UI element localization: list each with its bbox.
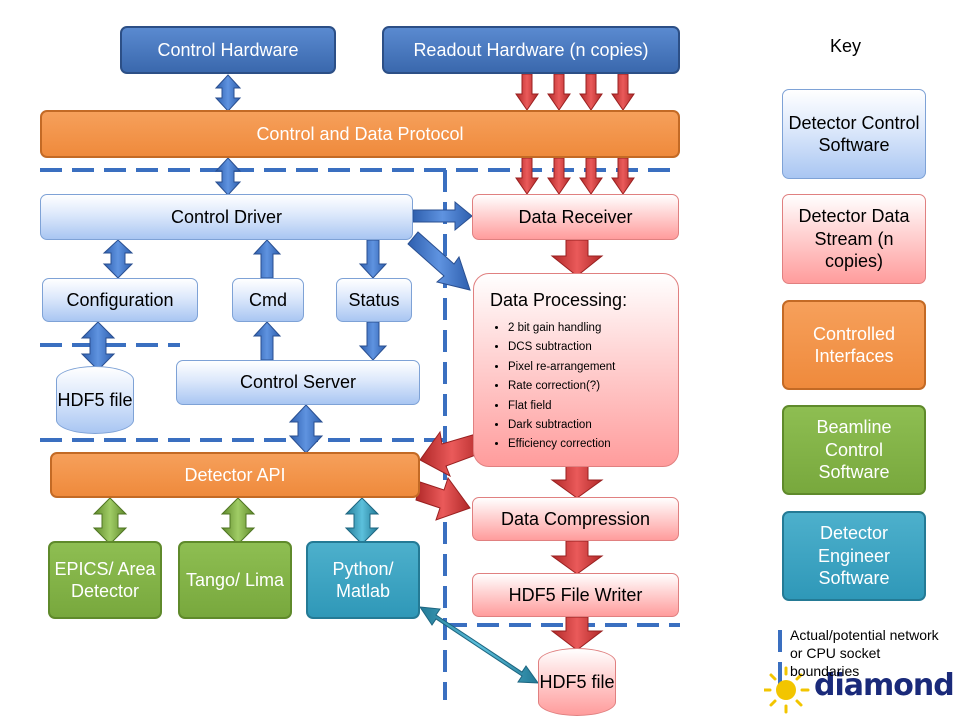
key-detector-engineer: Detector Engineer Software (782, 511, 926, 601)
arrow-driver-configuration (102, 239, 134, 279)
arrow-server-api (288, 404, 324, 454)
hdf5-file-bottom: HDF5 file (538, 648, 616, 716)
data-processing-box: Data Processing: 2 bit gain handling DCS… (473, 273, 679, 467)
arrow-status-server (358, 321, 388, 361)
list-item: Dark subtraction (508, 416, 668, 435)
sun-icon (764, 666, 810, 714)
detector-api-box: Detector API (50, 452, 420, 498)
arrow-readout-protocol-2 (547, 73, 571, 111)
arrow-api-epics (92, 497, 128, 545)
arrow-hardware-protocol (214, 74, 242, 112)
blue-arrows (80, 74, 473, 454)
arrow-driver-receiver (412, 200, 473, 232)
boundary-lines (40, 168, 782, 700)
epics-box: EPICS/ Area Detector (48, 541, 162, 619)
status-box: Status (336, 278, 412, 322)
control-hardware-box: Control Hardware (120, 26, 336, 74)
list-item: DCS subtraction (508, 338, 668, 357)
red-arrows (415, 73, 635, 651)
key-detector-control: Detector Control Software (782, 89, 926, 179)
arrow-readout-protocol-3 (579, 73, 603, 111)
arrow-protocol-receiver-3 (579, 157, 603, 195)
arrow-protocol-receiver-4 (611, 157, 635, 195)
data-compression-box: Data Compression (472, 497, 679, 541)
arrow-api-python (344, 497, 380, 545)
cmd-box: Cmd (232, 278, 304, 322)
arrow-api-compression (415, 476, 471, 521)
key-boundary-note: Actual/potential network or CPU socket b… (790, 627, 939, 679)
logo-text: diamond (814, 668, 955, 703)
arrow-writer-hdf5 (550, 616, 604, 651)
arrow-cmd-driver (252, 239, 282, 279)
configuration-box: Configuration (42, 278, 198, 322)
readout-hardware-box: Readout Hardware (n copies) (382, 26, 680, 74)
key-beamline-control: Beamline Control Software (782, 405, 926, 495)
arrow-readout-protocol-4 (611, 73, 635, 111)
arrow-receiver-processing (550, 239, 604, 277)
tango-box: Tango/ Lima (178, 541, 292, 619)
python-box: Python/ Matlab (306, 541, 420, 619)
control-server-box: Control Server (176, 360, 420, 405)
arrow-api-tango (220, 497, 256, 545)
control-data-protocol-box: Control and Data Protocol (40, 110, 680, 158)
list-item: Rate correction(?) (508, 377, 668, 396)
hdf5-file-left: HDF5 file (56, 366, 134, 434)
control-driver-box: Control Driver (40, 194, 413, 240)
data-receiver-box: Data Receiver (472, 194, 679, 240)
list-item: Efficiency correction (508, 435, 668, 454)
data-processing-title: Data Processing: (490, 290, 628, 310)
list-item: Pixel re-arrangement (508, 358, 668, 377)
arrow-protocol-receiver-2 (547, 157, 571, 195)
client-arrows (92, 497, 540, 684)
arrow-driver-processing (407, 231, 471, 291)
arrow-protocol-driver (214, 157, 242, 196)
arrow-compression-writer (550, 540, 604, 575)
arrow-driver-status (358, 239, 388, 279)
arrow-python-hdf5 (418, 606, 540, 684)
arrow-protocol-receiver-1 (515, 157, 539, 195)
arrow-readout-protocol-1 (515, 73, 539, 111)
list-item: Flat field (508, 397, 668, 416)
key-controlled-interfaces: Controlled Interfaces (782, 300, 926, 390)
arrow-server-cmd (252, 321, 282, 361)
data-processing-list: 2 bit gain handling DCS subtraction Pixe… (490, 319, 668, 455)
diamond-logo: diamond (764, 660, 955, 716)
key-title: Key (830, 36, 862, 56)
arrow-processing-compression (550, 465, 604, 499)
hdf5-file-writer-box: HDF5 File Writer (472, 573, 679, 617)
key-detector-data-stream: Detector Data Stream (n copies) (782, 194, 926, 284)
list-item: 2 bit gain handling (508, 319, 668, 338)
